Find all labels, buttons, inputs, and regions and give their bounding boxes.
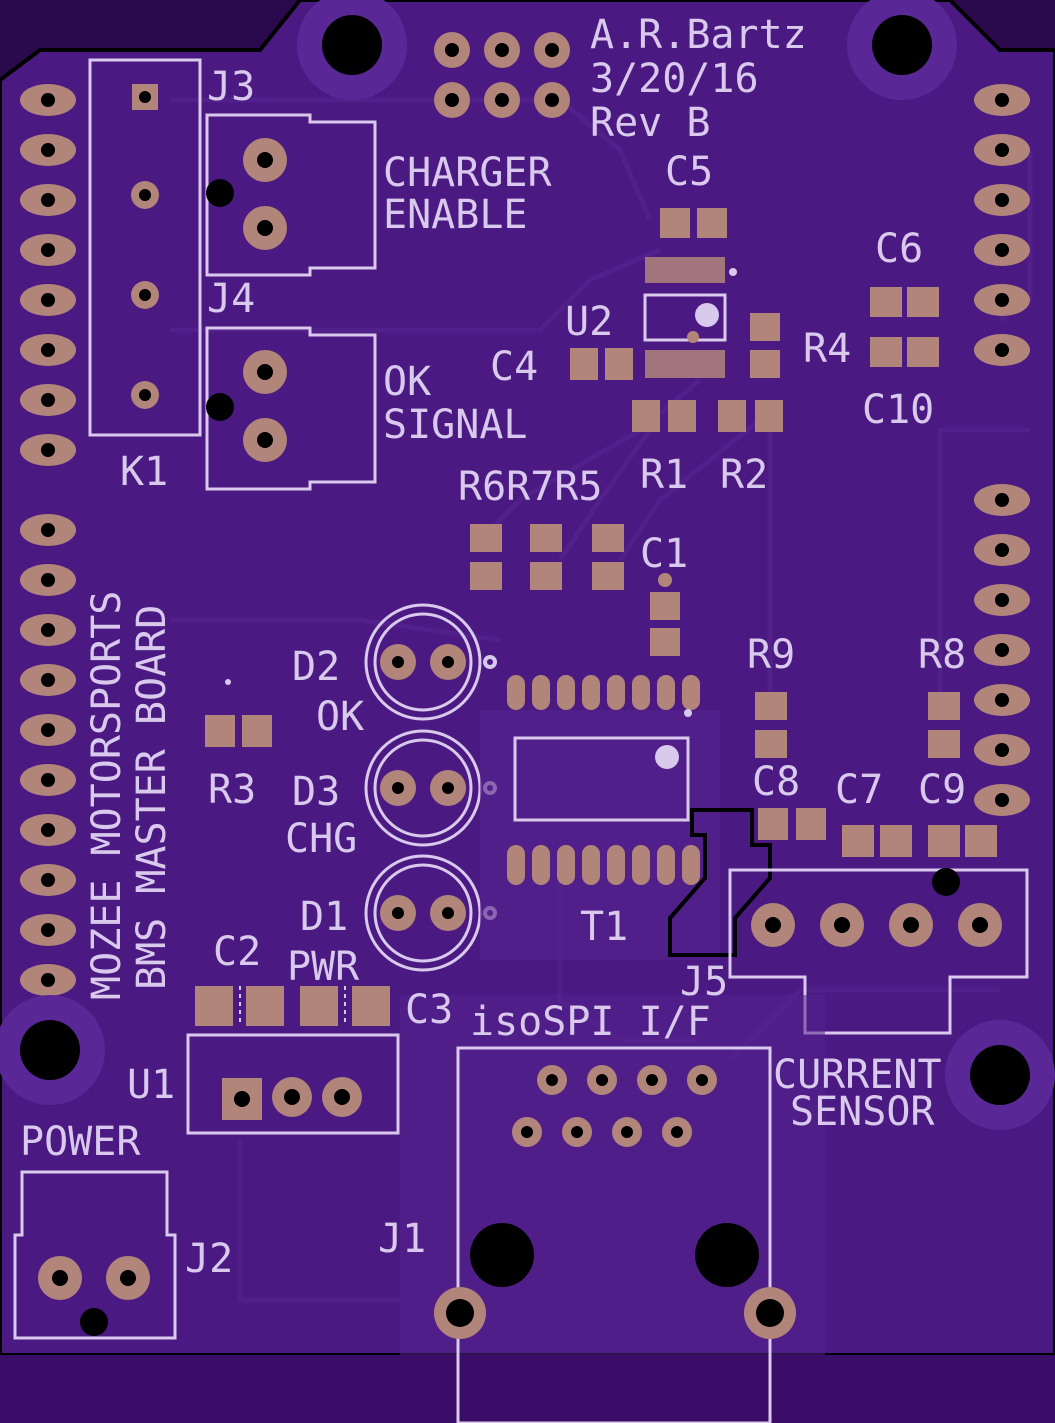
right-passives — [755, 692, 997, 857]
u2-label: U2 — [565, 299, 613, 345]
left-header — [20, 84, 76, 996]
t1-transformer — [480, 675, 772, 960]
ok-led-label: OK — [316, 694, 364, 740]
j3-label: J3 — [207, 64, 255, 110]
j5-label: J5 — [680, 959, 728, 1005]
j4-connector — [205, 326, 377, 491]
revision-text: Rev B — [590, 100, 710, 146]
author-text: A.R.Bartz — [590, 12, 807, 58]
c3-label: C3 — [405, 987, 453, 1033]
isospi-label: isoSPI I/F — [470, 999, 711, 1045]
power-label: POWER — [20, 1119, 141, 1165]
t1-label: T1 — [580, 904, 628, 950]
j4-label: J4 — [207, 276, 255, 322]
r3-label: R3 — [208, 767, 256, 813]
j5-connector — [728, 868, 1029, 1035]
c2-label: C2 — [213, 929, 261, 975]
k1-label: K1 — [120, 449, 168, 495]
top-header — [434, 32, 570, 118]
r8-label: R8 — [918, 632, 966, 678]
j1-label: J1 — [378, 1216, 426, 1262]
board-bottom-edge — [0, 1355, 1055, 1423]
k1-relay — [88, 58, 202, 437]
mounting-holes — [0, 0, 1055, 1130]
r6-r7-r5 — [470, 524, 680, 656]
c7-label: C7 — [835, 767, 883, 813]
d3-label: D3 — [292, 769, 340, 815]
c8-label: C8 — [752, 759, 800, 805]
c1-label: C1 — [640, 531, 688, 577]
charger-label: CHARGER — [383, 150, 552, 196]
right-header — [974, 84, 1030, 816]
d2-label: D2 — [292, 644, 340, 690]
u1-label: U1 — [127, 1062, 175, 1108]
side-text-line1: MOZEE MOTORSPORTS — [84, 591, 130, 1000]
sensor-label: SENSOR — [790, 1089, 935, 1135]
u2-area — [570, 208, 939, 432]
current-label: CURRENT — [773, 1052, 942, 1098]
signal-label: SIGNAL — [383, 402, 528, 448]
date-text: 3/20/16 — [590, 56, 759, 102]
c9-label: C9 — [918, 767, 966, 813]
chg-label: CHG — [285, 816, 357, 862]
enable-label: ENABLE — [383, 192, 528, 238]
r9-label: R9 — [747, 632, 795, 678]
j1-rj45 — [400, 995, 825, 1423]
ok-label: OK — [383, 359, 431, 405]
silkscreen-text: A.R.Bartz 3/20/16 Rev B J3 J4 K1 CHARGER… — [20, 12, 966, 1282]
r3 — [205, 679, 272, 747]
j3-connector — [205, 113, 377, 277]
r6r7r5-label: R6R7R5 — [458, 464, 603, 510]
r2-label: R2 — [720, 452, 768, 498]
j2-connector — [13, 1170, 177, 1340]
r4-label: R4 — [803, 326, 851, 372]
side-text-line2: BMS MASTER BOARD — [129, 605, 175, 990]
u1-regulator — [186, 1033, 400, 1135]
c4-label: C4 — [490, 344, 538, 390]
c6-label: C6 — [875, 226, 923, 272]
c10-label: C10 — [862, 387, 934, 433]
r1-label: R1 — [640, 452, 688, 498]
j2-label: J2 — [185, 1236, 233, 1282]
pwr-label: PWR — [287, 944, 360, 990]
d1-label: D1 — [300, 894, 348, 940]
c5-label: C5 — [665, 149, 713, 195]
c2-c3 — [195, 986, 390, 1026]
